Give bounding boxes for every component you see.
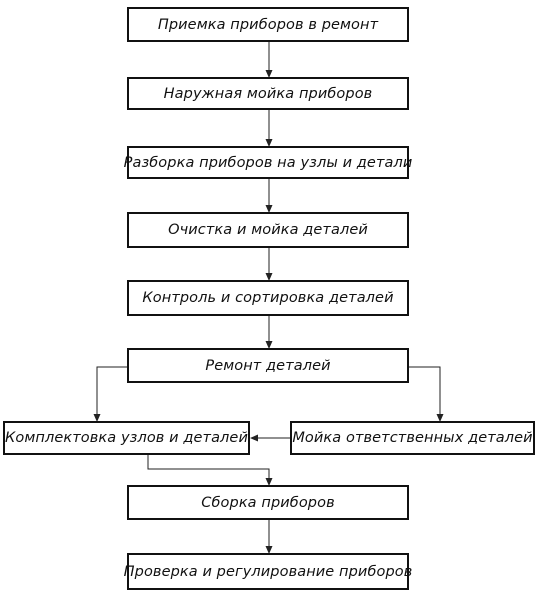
arrowhead (436, 414, 444, 422)
step-kitting: Комплектовка узлов и деталей (3, 421, 250, 455)
step-testing: Проверка и регулирование приборов (124, 553, 412, 590)
step-cleaning: Очистка и мойка деталей (127, 212, 409, 248)
step-disassembly: Разборка приборов на узлы и детали (124, 146, 412, 179)
arrow-repair-to-critical-wash (409, 366, 441, 416)
arrowhead (265, 70, 273, 78)
arrow-kitting-to-assembly (147, 455, 270, 480)
step-external-wash: Наружная мойка приборов (127, 77, 409, 110)
step-assembly: Сборка приборов (127, 485, 409, 520)
arrowhead (250, 434, 258, 442)
arrowhead (265, 139, 273, 147)
step-inspection: Контроль и сортировка деталей (127, 280, 409, 316)
arrowhead (265, 478, 273, 486)
step-critical-wash: Мойка ответственных деталей (290, 421, 535, 455)
arrowhead (265, 205, 273, 213)
arrowhead (93, 414, 101, 422)
arrowhead (265, 341, 273, 349)
step-repair: Ремонт деталей (127, 348, 409, 383)
arrowhead (265, 546, 273, 554)
step-receiving: Приемка приборов в ремонт (127, 7, 409, 42)
arrow-repair-to-kitting (96, 366, 127, 416)
arrowhead (265, 273, 273, 281)
